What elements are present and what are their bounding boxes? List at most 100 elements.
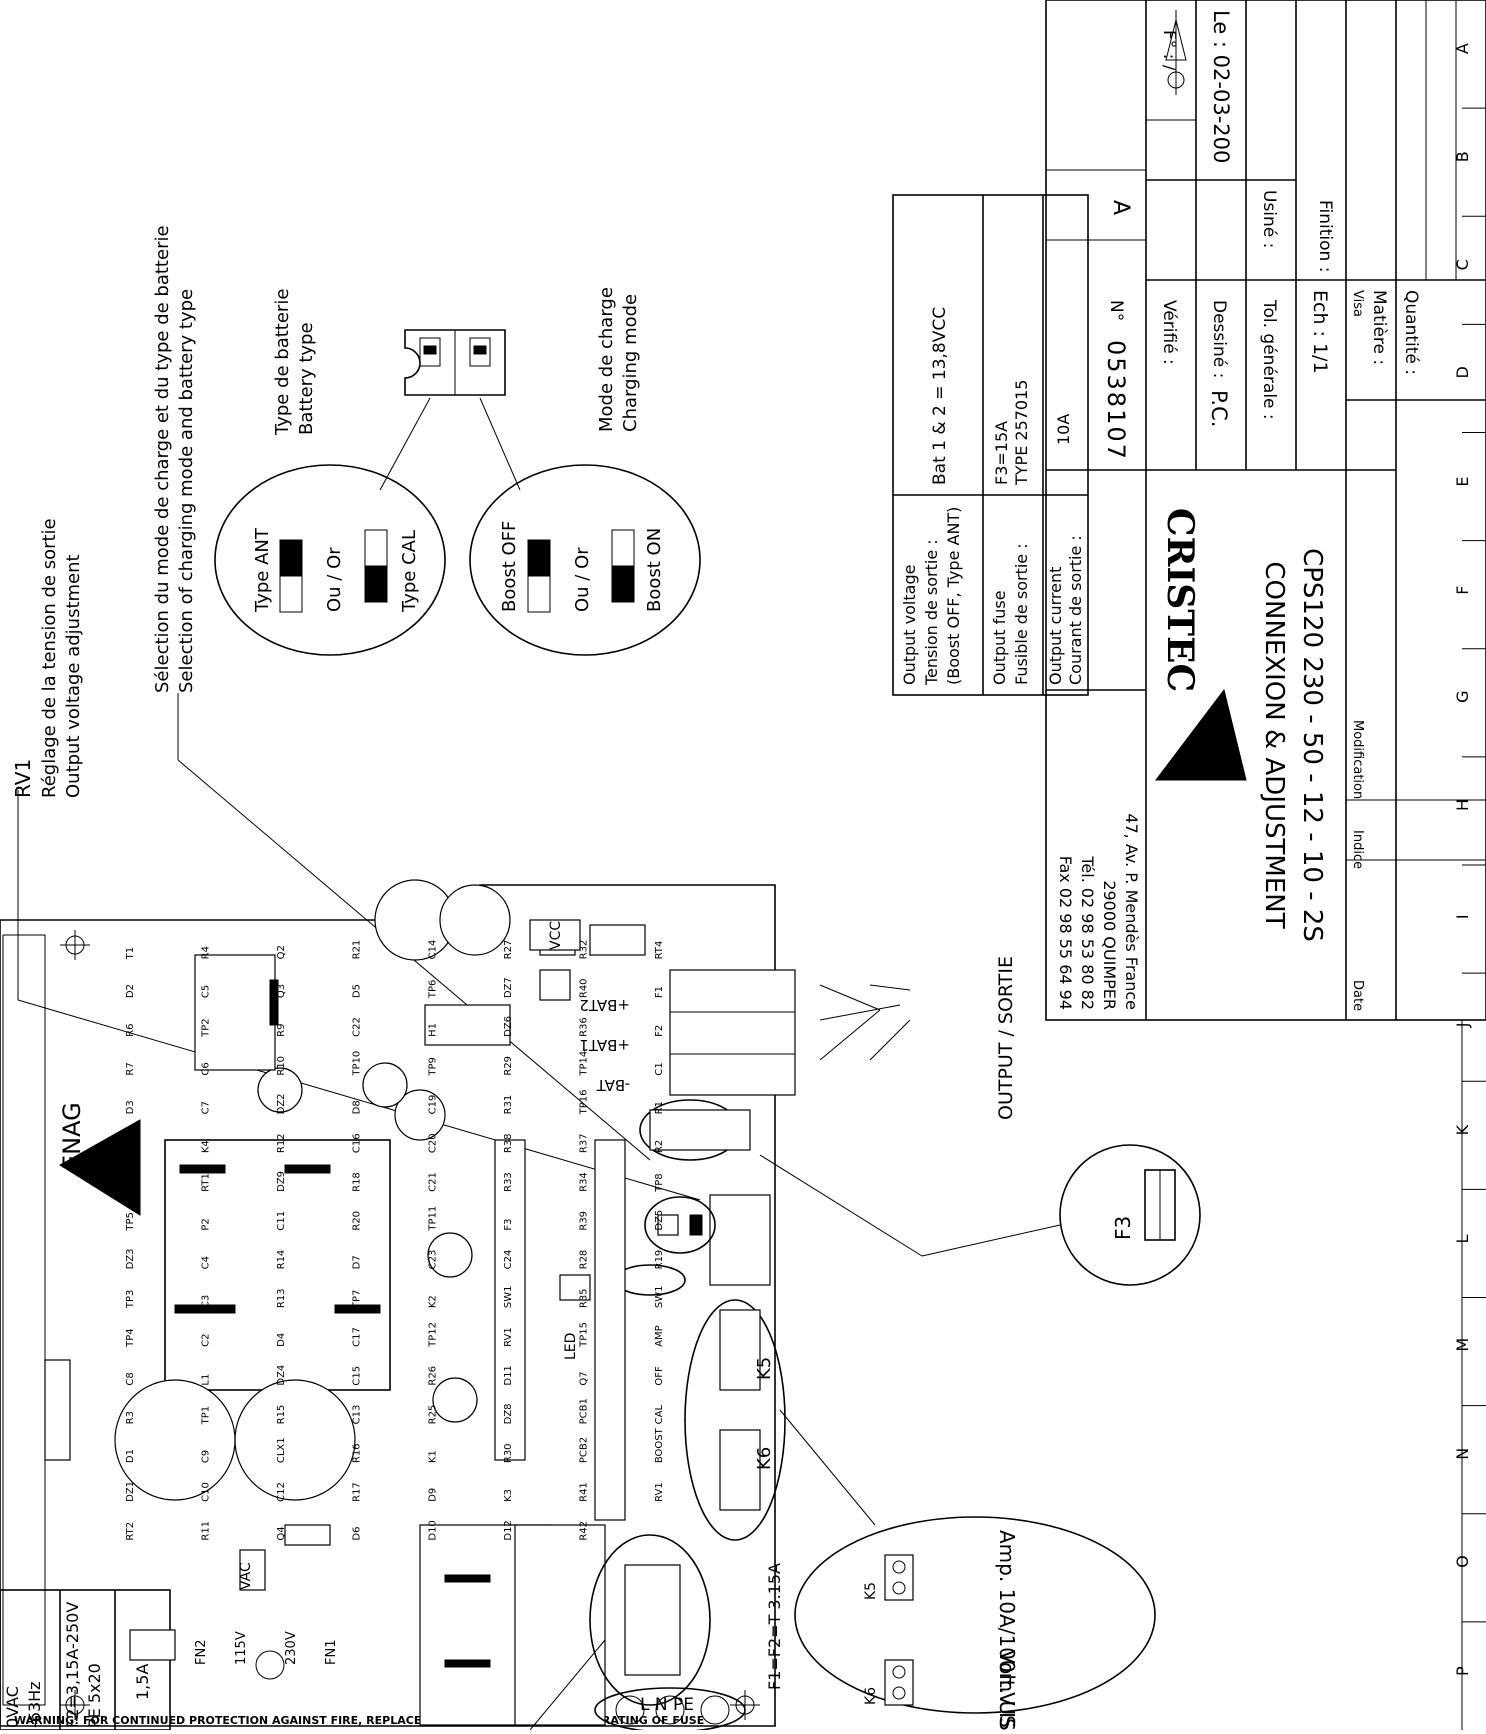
ref-r6: R6 [125,1024,136,1037]
ref-c19: C19 [427,1095,438,1115]
input-voltage: 0VAC [3,1686,22,1728]
vcc-label: VCC [548,921,564,950]
ref-r27: R27 [503,940,514,960]
ref-r34: R34 [579,1172,590,1192]
fuse-f1-f2 [624,1564,681,1676]
rv1-desc-en: Output voltage adjustment [63,554,84,798]
ref-r17: R17 [352,1482,363,1502]
selection-desc-en: Selection of charging mode and battery t… [176,289,197,693]
date-value: Le : 02-03-200 [1209,10,1233,163]
ref-d3: D3 [125,1100,136,1114]
mains-terminals: L N PE [640,1695,694,1715]
ref-d9: D9 [427,1488,438,1502]
switch-boost-off-icon [527,539,551,613]
ref-f1: F1 [654,986,665,998]
ref-tp6: TP6 [427,980,438,1000]
k5-label: K5 [863,1582,879,1600]
connector-k6 [719,1429,761,1511]
bat2-plus-label: +BAT2 [579,996,630,1014]
address-line-2: 29000 QUIMPER [1100,880,1119,1010]
battery-type-fr: Type de batterie [272,289,293,436]
spec-row3-value: 10A [1054,414,1073,445]
grid-letter-g: G [1453,690,1472,702]
ref-r10: R10 [276,1056,287,1076]
ref-k2: K2 [427,1295,438,1308]
charging-mode-fr: Mode de charge [596,287,617,432]
ref-r8: R8 [125,1140,136,1153]
ou-or-label-2: Ou / Or [572,547,593,612]
address-line-1: 47, Av. P. Mendès France [1122,813,1141,1010]
fn1-label: FN1 [324,1640,339,1665]
k5-pcb-label: K5 [754,1357,775,1380]
f3-fuse-icon [1144,1169,1176,1241]
ref-tp7: TP7 [352,1290,363,1310]
ref-tp8: TP8 [654,1173,665,1193]
switch-cal-icon [364,529,388,603]
output-label: OUTPUT / SORTIE [995,956,1017,1120]
ref-c20: C20 [427,1133,438,1153]
boost-on-label: Boost ON [644,528,665,612]
ref-tp15: TP15 [579,1322,590,1348]
relay-h1 [194,954,276,1071]
connector-k5 [719,1309,761,1391]
ref-r7: R7 [125,1062,136,1075]
ref-dz3: DZ3 [125,1248,136,1269]
finition-label: Finition : [1315,200,1335,272]
ref-amp: AMP [654,1325,665,1347]
ref-d12: D12 [503,1520,514,1540]
ref-cal: CAL [654,1405,665,1425]
battery-type-ellipse [214,464,446,656]
fn2-label: FN2 [194,1640,209,1665]
ref-dz7: DZ7 [503,977,514,998]
folio-label: F° : / [1159,30,1179,71]
ref-r35: R35 [579,1288,590,1308]
fuse-pointer [529,1639,606,1731]
boost-off-label: Boost OFF [499,521,520,612]
verified-label: Vérifié : [1159,300,1179,365]
ref-dz1: DZ1 [125,1481,136,1502]
capacitor-c7 [234,1379,356,1501]
amp-label: Amp. 10A/100mV IS [995,1530,1019,1730]
battery-type-pointer [379,397,431,491]
k5-terminal-icon [884,1554,914,1601]
ref-r4: R4 [200,946,211,959]
switch-boost-on-icon [611,529,635,603]
ref-c24: C24 [503,1250,514,1270]
spec-table: Output voltage Tension de sortie : (Boos… [892,194,1089,696]
ref-f2: F2 [654,1025,665,1037]
ref-dz6: DZ6 [503,1016,514,1037]
component-references: T1D2R6R7D3R8Q1TP5DZ3TP3TP4C8R3D1DZ1RT2R4… [125,940,665,1541]
mount-hole-icon [730,1690,760,1720]
ref-tp11: TP11 [427,1206,438,1232]
ref-c5: C5 [200,985,211,998]
drawing-subtitle: CONNEXION & ADJUSTMENT [1259,561,1289,928]
visa-header: Visa [1350,290,1365,317]
ref-d11: D11 [503,1365,514,1385]
ref-tp14: TP14 [579,1051,590,1077]
ou-or-label-1: Ou / Or [324,547,345,612]
usine-label: Usiné : [1259,190,1279,248]
ref-r9: R9 [276,1024,287,1037]
ref-dz8: DZ8 [503,1403,514,1424]
v230-label: 230V [284,1631,299,1665]
ref-c1: C1 [654,1062,665,1075]
spec-row1-label-2: Tension de sortie : [922,539,941,686]
ref-q7: Q7 [579,1371,590,1385]
ref-pcb1: PCB1 [579,1398,590,1424]
k5-k6-ellipse [684,1299,786,1541]
ref-r39: R39 [579,1211,590,1231]
spec-row2-label-2: Fusible de sortie : [1012,543,1031,685]
pcb-board: WARNING! FOR CONTINUED PROTECTION AGAINS… [0,879,796,1733]
ref-r14: R14 [276,1250,287,1270]
ref-off: OFF [654,1366,665,1386]
grid-letter-a: A [1453,43,1472,54]
ref-q4: Q4 [276,1526,287,1540]
fuse-rating: F1=F2=T 3.15A [765,1563,784,1690]
grid-letter-i: I [1453,914,1472,919]
ref-c11: C11 [276,1211,287,1231]
ref-dz2: DZ2 [276,1093,287,1114]
ref-dz4: DZ4 [276,1365,287,1386]
ref-r13: R13 [276,1288,287,1308]
fuse-ellipse [589,1534,711,1706]
ref-r37: R37 [579,1133,590,1153]
